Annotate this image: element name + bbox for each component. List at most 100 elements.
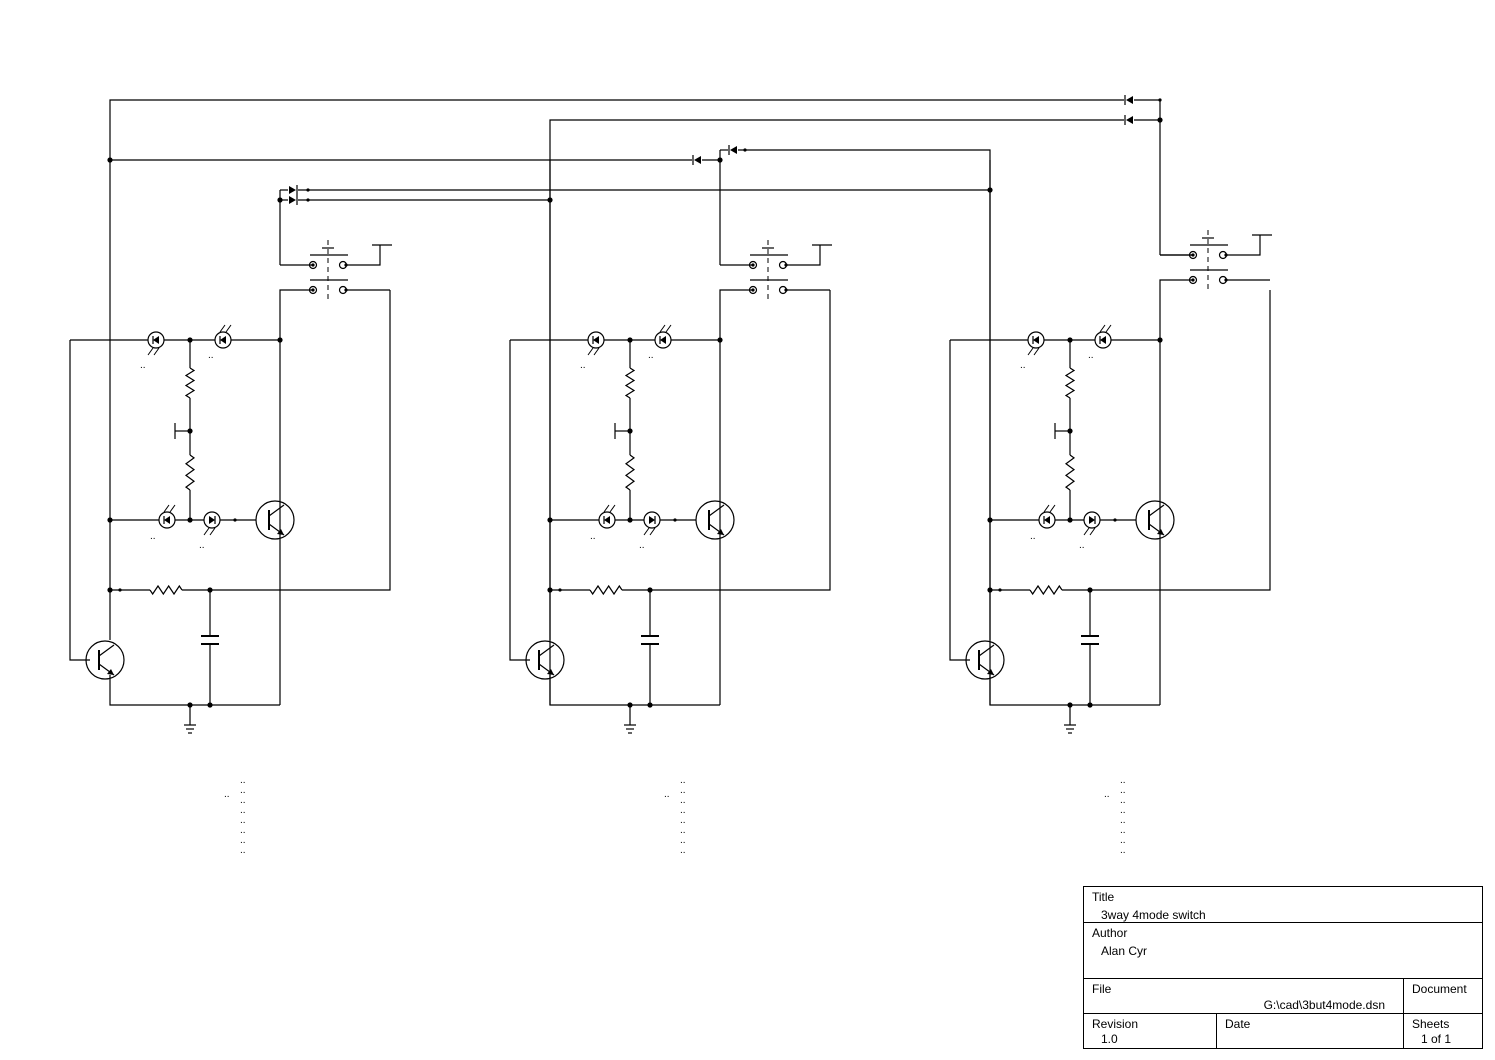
resistor-r3 <box>589 584 623 596</box>
junction-dot <box>1224 253 1228 257</box>
wire-tact-upper-right <box>1226 235 1261 256</box>
author-cell: Author Alan Cyr <box>1084 923 1482 979</box>
pin-dots: .. <box>1120 805 1126 816</box>
wire-ground-bus <box>549 675 720 706</box>
led-light-arrow <box>225 324 232 333</box>
junction-dot <box>627 428 633 434</box>
capacitor-c1 <box>1081 635 1099 645</box>
junction-dot <box>187 428 193 434</box>
tact-button <box>1188 230 1228 293</box>
pin-dots: .. <box>240 845 246 856</box>
led-pin-dots: .. <box>1079 540 1085 551</box>
led-pin-dots: .. <box>140 360 146 371</box>
led-light-arrow <box>163 504 170 513</box>
wire-tact-upper-right <box>346 245 381 266</box>
junction-dot <box>558 588 562 592</box>
capacitor-c1 <box>201 635 219 645</box>
junction-dot <box>1067 517 1073 523</box>
led-top-right <box>214 324 232 349</box>
pin-dots: .. <box>1120 835 1126 846</box>
author-value: Alan Cyr <box>1101 944 1148 958</box>
junction-dot <box>277 197 283 203</box>
transistor-collector <box>1148 504 1165 517</box>
pin-dots: .. <box>240 775 246 786</box>
led-triangle <box>604 516 610 524</box>
junction-dot <box>717 337 723 343</box>
diode-bus <box>107 95 1193 705</box>
led-body <box>643 511 661 529</box>
junction-dot <box>207 702 213 708</box>
led-light-arrow <box>209 527 216 536</box>
transistor-upper <box>1135 500 1175 540</box>
date-cell: Date <box>1217 1014 1404 1048</box>
sheets-label: Sheets <box>1412 1017 1450 1031</box>
pin-dots: .. <box>680 815 686 826</box>
pin-dots: .. <box>1120 775 1126 786</box>
wire-feedback-left <box>509 340 530 661</box>
switch-contact <box>308 260 318 270</box>
document-label: Document <box>1412 982 1467 996</box>
transistor-lower <box>85 640 125 680</box>
title-label: Title <box>1092 890 1115 904</box>
junction-dot <box>547 197 553 203</box>
diode-bus-1 <box>1124 95 1133 105</box>
date-label: Date <box>1225 1017 1251 1031</box>
transistor-collector <box>708 504 725 517</box>
pin-dots: .. <box>664 789 670 800</box>
capacitor-c1 <box>641 635 659 645</box>
led-body <box>587 331 605 349</box>
revision-label: Revision <box>1092 1017 1139 1031</box>
wire-ground-bus <box>989 675 1160 706</box>
transistor-arrow <box>717 529 724 535</box>
wire-r3-right <box>622 290 831 591</box>
led-triangle <box>1089 516 1095 524</box>
led-light-arrow <box>1089 527 1096 536</box>
wire-tact-lower <box>1159 279 1193 340</box>
led-pin-dots: .. <box>150 531 156 542</box>
junction-dot <box>784 288 788 292</box>
wire-bus-3d <box>738 149 991 190</box>
wire-ground-bus <box>109 675 280 706</box>
wire-r3-right <box>182 290 391 591</box>
junction-dot <box>627 337 633 343</box>
ground-symbol <box>1064 705 1076 734</box>
led-pin-dots: .. <box>590 531 596 542</box>
junction-dot <box>1067 702 1073 708</box>
led-pin-dots: .. <box>208 350 214 361</box>
junction-dot <box>998 588 1002 592</box>
junction-dot <box>1157 337 1163 343</box>
pin-dots: .. <box>1104 789 1110 800</box>
resistor-r1 <box>624 367 636 399</box>
diode-triangle <box>289 186 296 194</box>
title-block: Title 3way 4mode switch Author Alan Cyr … <box>1083 886 1483 1049</box>
junction-dot <box>743 148 747 152</box>
junction-dot <box>344 263 348 267</box>
transistor-upper <box>255 500 295 540</box>
wire-feedback-left <box>69 340 90 661</box>
wire-bus-4-right <box>298 189 991 705</box>
led-mid-right <box>203 511 221 536</box>
pin-dots: .. <box>1120 785 1126 796</box>
led-light-arrow <box>587 347 594 356</box>
led-light-arrow <box>593 347 600 356</box>
led-triangle <box>220 336 226 344</box>
switch-contact <box>1188 275 1198 285</box>
transistor-arrow <box>1157 529 1164 535</box>
resistor-r2 <box>624 454 636 491</box>
junction-dot <box>717 157 723 163</box>
transistor-body <box>85 640 125 680</box>
led-pin-dots: .. <box>648 350 654 361</box>
junction-dot <box>311 263 315 267</box>
pin-dots: .. <box>680 805 686 816</box>
transistor-collector <box>978 644 995 657</box>
led-top-left <box>587 331 605 356</box>
led-light-arrow <box>1043 504 1050 513</box>
wire-bus-5-right <box>298 199 551 705</box>
sheets-value: 1 of 1 <box>1421 1032 1452 1046</box>
resistor-r1 <box>1064 367 1076 399</box>
led-body <box>1038 511 1056 529</box>
led-light-arrow <box>1033 347 1040 356</box>
led-triangle <box>1033 336 1039 344</box>
led-mid-right <box>643 511 661 536</box>
junction-dot <box>306 198 310 202</box>
